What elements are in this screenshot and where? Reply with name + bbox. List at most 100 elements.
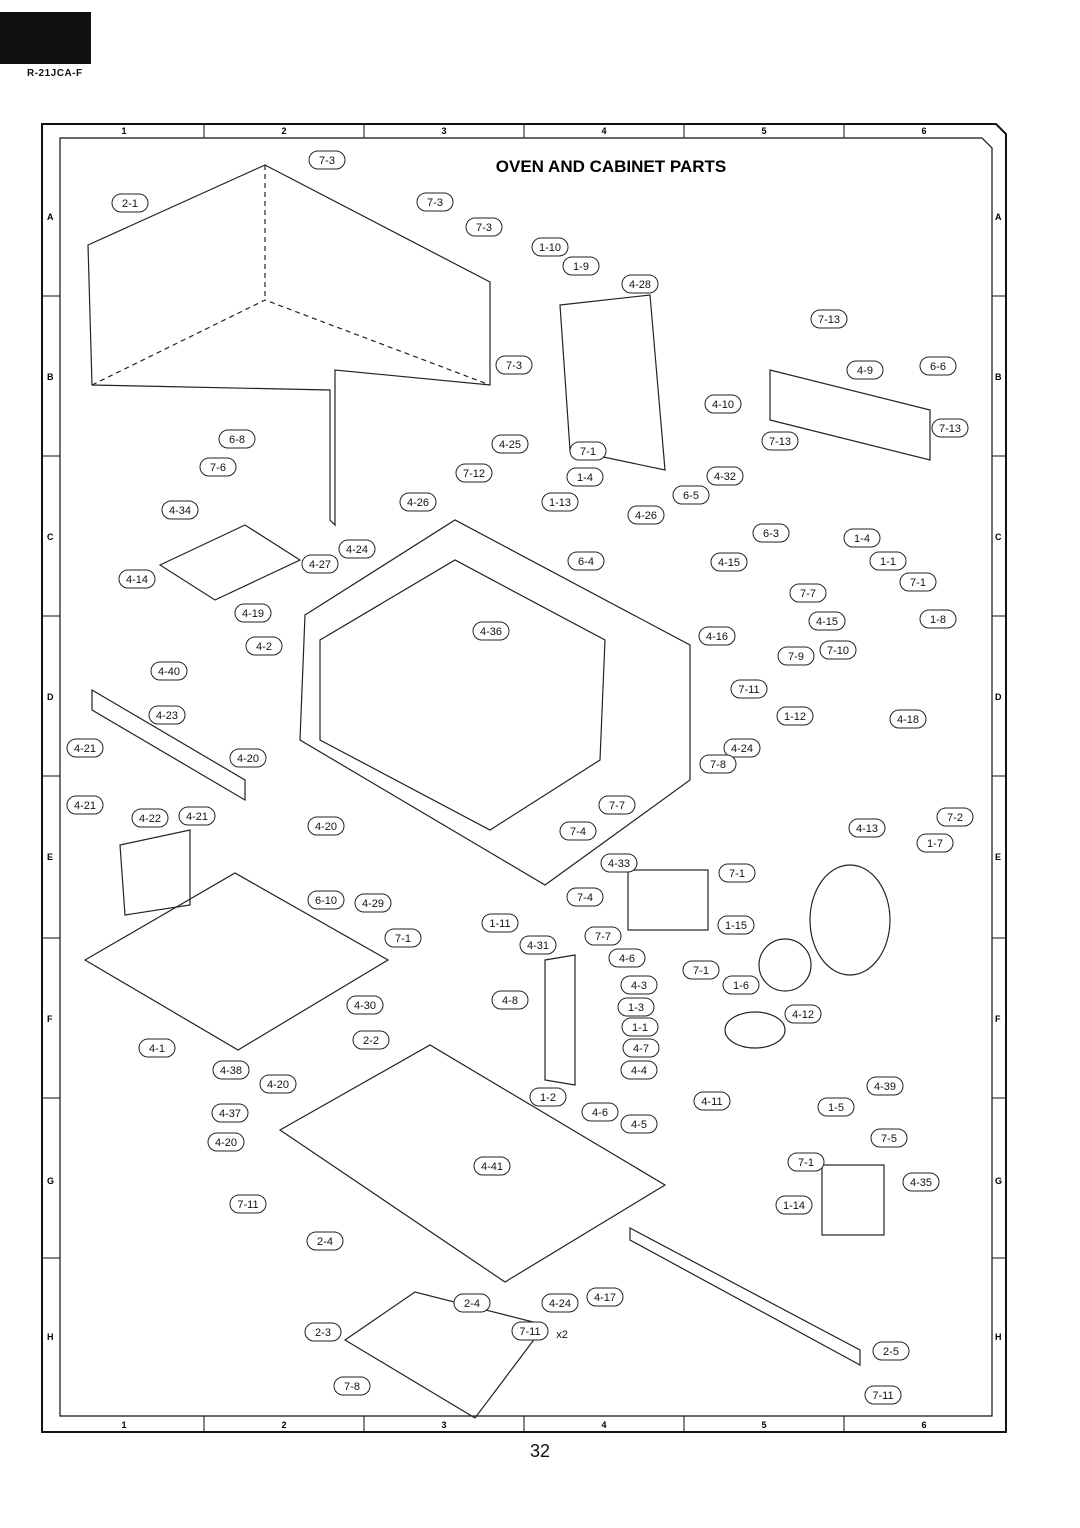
part-callout: 4-18 [889, 709, 927, 729]
part-callout: 4-29 [354, 893, 392, 913]
part-callout: 4-25 [491, 434, 529, 454]
part-callout: 4-37 [211, 1103, 249, 1123]
grid-row-label: G [47, 1176, 54, 1186]
svg-text:7-13: 7-13 [818, 314, 840, 326]
choke-cover [91, 688, 246, 802]
part-callout: 4-20 [229, 748, 267, 768]
part-callout: 4-2 [245, 636, 283, 656]
part-callout: 7-12 [455, 463, 493, 483]
svg-text:4-22: 4-22 [139, 813, 161, 825]
grid-row-label: E [47, 852, 53, 862]
diagram-title: OVEN AND CABINET PARTS [496, 157, 726, 176]
fan-duct [809, 864, 891, 976]
part-callout: 4-26 [399, 492, 437, 512]
svg-text:1-15: 1-15 [725, 920, 747, 932]
svg-text:4-21: 4-21 [74, 743, 96, 755]
svg-text:7-7: 7-7 [800, 588, 816, 600]
support-bracket [559, 294, 666, 471]
svg-text:x2: x2 [556, 1329, 568, 1341]
svg-text:4-15: 4-15 [718, 557, 740, 569]
svg-text:7-1: 7-1 [693, 965, 709, 977]
part-callout: 4-7 [622, 1038, 660, 1058]
svg-text:4-32: 4-32 [714, 471, 736, 483]
part-callout: 4-34 [161, 500, 199, 520]
part-callout: 7-6 [199, 457, 237, 477]
svg-text:7-2: 7-2 [947, 812, 963, 824]
part-callout: 4-20 [207, 1132, 245, 1152]
svg-text:4-12: 4-12 [792, 1009, 814, 1021]
part-callout: 1-10 [531, 237, 569, 257]
part-callout: 1-1 [869, 551, 907, 571]
grid-row-label: D [47, 692, 54, 702]
svg-text:4-40: 4-40 [158, 666, 180, 678]
svg-text:4-15: 4-15 [816, 616, 838, 628]
svg-text:4-16: 4-16 [706, 631, 728, 643]
control-panel-frame [544, 954, 576, 1086]
svg-text:1-8: 1-8 [930, 614, 946, 626]
grid-row-label: F [995, 1014, 1001, 1024]
part-callout: 1-5 [817, 1097, 855, 1117]
part-callout: 7-7 [598, 795, 636, 815]
svg-text:7-3: 7-3 [319, 155, 335, 167]
svg-text:4-33: 4-33 [608, 858, 630, 870]
svg-text:1-11: 1-11 [489, 918, 510, 930]
grid-row-label: H [47, 1332, 54, 1342]
part-callout: 4-31 [519, 935, 557, 955]
grid-column-label: 1 [121, 126, 126, 136]
part-callout: 4-38 [212, 1060, 250, 1080]
part-callout: 2-2 [352, 1030, 390, 1050]
part-callout: 6-6 [919, 356, 957, 376]
grid-row-label: D [995, 692, 1002, 702]
outer-cabinet [87, 164, 491, 527]
part-callout: 4-17 [586, 1287, 624, 1307]
part-callout: 4-30 [346, 995, 384, 1015]
svg-text:4-5: 4-5 [631, 1119, 647, 1131]
part-callout: 2-5 [872, 1341, 910, 1361]
part-callout: 4-4 [620, 1060, 658, 1080]
svg-text:7-13: 7-13 [939, 423, 961, 435]
svg-text:2-1: 2-1 [122, 198, 138, 210]
svg-text:4-18: 4-18 [897, 714, 919, 726]
svg-text:4-1: 4-1 [149, 1043, 165, 1055]
grid-row-label: C [995, 532, 1002, 542]
part-callout: 1-13 [541, 492, 579, 512]
svg-text:4-36: 4-36 [480, 626, 502, 638]
part-callout: 1-6 [722, 975, 760, 995]
part-callout: 1-7 [916, 833, 954, 853]
part-callout: 1-4 [566, 467, 604, 487]
svg-text:7-8: 7-8 [344, 1381, 360, 1393]
svg-text:1-3: 1-3 [628, 1002, 644, 1014]
part-callout: 1-11 [481, 913, 519, 933]
capacitor [724, 1011, 786, 1049]
svg-text:7-4: 7-4 [577, 892, 593, 904]
grid-row-label: A [47, 212, 54, 222]
part-callout: 7-1 [682, 960, 720, 980]
svg-text:4-26: 4-26 [407, 497, 429, 509]
transformer [821, 1164, 885, 1236]
grid-row-label: F [47, 1014, 53, 1024]
svg-text:1-7: 1-7 [927, 838, 943, 850]
part-callout: 7-10 [819, 640, 857, 660]
svg-text:4-21: 4-21 [74, 800, 96, 812]
svg-text:2-3: 2-3 [315, 1327, 331, 1339]
part-callout: 7-4 [559, 821, 597, 841]
svg-text:4-24: 4-24 [346, 544, 368, 556]
part-callout: 4-21 [66, 738, 104, 758]
part-callout: 4-11 [693, 1091, 731, 1111]
part-callout: 4-35 [902, 1172, 940, 1192]
svg-text:7-10: 7-10 [827, 645, 849, 657]
part-callout: 4-15 [710, 552, 748, 572]
part-callout: 7-8 [333, 1376, 371, 1396]
part-callout: 1-3 [617, 997, 655, 1017]
svg-text:7-1: 7-1 [910, 577, 926, 589]
part-callout: 4-24 [541, 1293, 579, 1313]
back-plate [769, 369, 931, 461]
part-callout: 7-3 [495, 355, 533, 375]
svg-text:7-1: 7-1 [798, 1157, 814, 1169]
svg-text:7-8: 7-8 [710, 759, 726, 771]
part-callout: 2-4 [453, 1293, 491, 1313]
svg-text:1-2: 1-2 [540, 1092, 556, 1104]
svg-text:4-17: 4-17 [594, 1292, 616, 1304]
svg-text:7-1: 7-1 [580, 446, 596, 458]
svg-text:1-14: 1-14 [783, 1200, 805, 1212]
